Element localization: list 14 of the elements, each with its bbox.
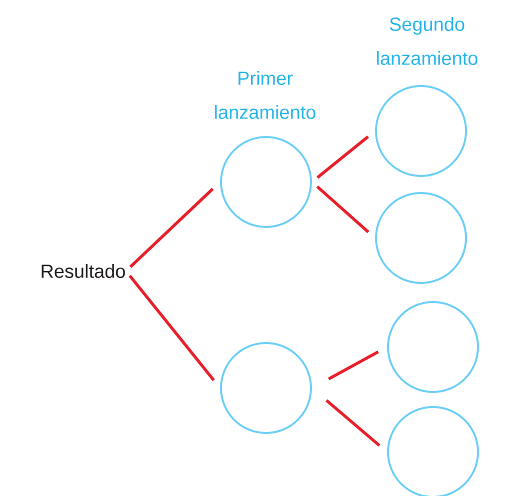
branch-line	[129, 188, 214, 268]
branch-line	[316, 136, 369, 179]
branch-line	[328, 350, 379, 380]
answer-circle	[375, 85, 467, 177]
column-heading: Segundo lanzamiento	[377, 17, 478, 65]
answer-circle	[220, 136, 312, 228]
branch-line	[316, 186, 370, 234]
branch-line	[128, 274, 215, 382]
answer-circle	[375, 192, 467, 284]
column-heading: Primer lanzamiento	[215, 71, 316, 119]
root-label: Resultado	[42, 264, 125, 278]
answer-circle	[387, 301, 479, 393]
answer-circle	[220, 342, 312, 434]
branch-line	[325, 399, 380, 447]
